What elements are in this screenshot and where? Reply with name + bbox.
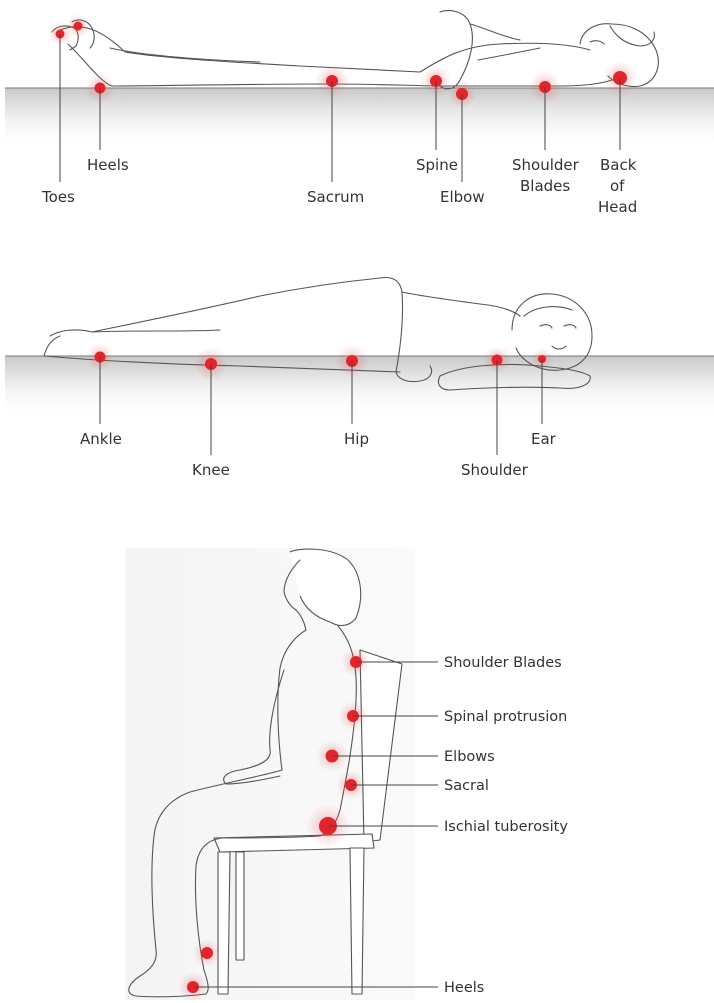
label-toes: Toes [41, 188, 75, 206]
label-elbows: Elbows [444, 749, 495, 765]
label-sacrum: Sacrum [307, 188, 364, 206]
label-seated-heels: Heels [444, 980, 484, 996]
label-knee: Knee [192, 461, 230, 479]
label-sacral: Sacral [444, 778, 489, 794]
label-back-of-head-1: Back [600, 156, 637, 174]
label-heels: Heels [87, 156, 129, 174]
label-seated-shoulder-blades: Shoulder Blades [444, 655, 562, 671]
label-spinal-protrusion: Spinal protrusion [444, 709, 567, 725]
label-back-of-head-2: of [610, 177, 625, 195]
side-lying-panel: Ankle Knee Hip Shoulder Ear [5, 278, 714, 479]
label-shoulder-blades-2: Blades [520, 177, 570, 195]
label-elbow: Elbow [440, 188, 485, 206]
label-hip: Hip [344, 430, 369, 448]
label-shoulder-blades-1: Shoulder [512, 156, 580, 174]
label-back-of-head-3: Head [598, 198, 637, 216]
label-ankle: Ankle [80, 430, 122, 448]
supine-figure [52, 11, 658, 89]
label-ischial-tuberosity: Ischial tuberosity [444, 819, 568, 835]
supine-panel: Toes Heels Sacrum Spine Elbow Shoulder B… [5, 11, 714, 217]
label-ear: Ear [531, 430, 557, 448]
label-shoulder: Shoulder [461, 461, 529, 479]
seated-panel: Shoulder Blades Spinal protrusion Elbows… [125, 548, 568, 1002]
marker-toes [48, 14, 90, 46]
label-spine: Spine [416, 156, 458, 174]
